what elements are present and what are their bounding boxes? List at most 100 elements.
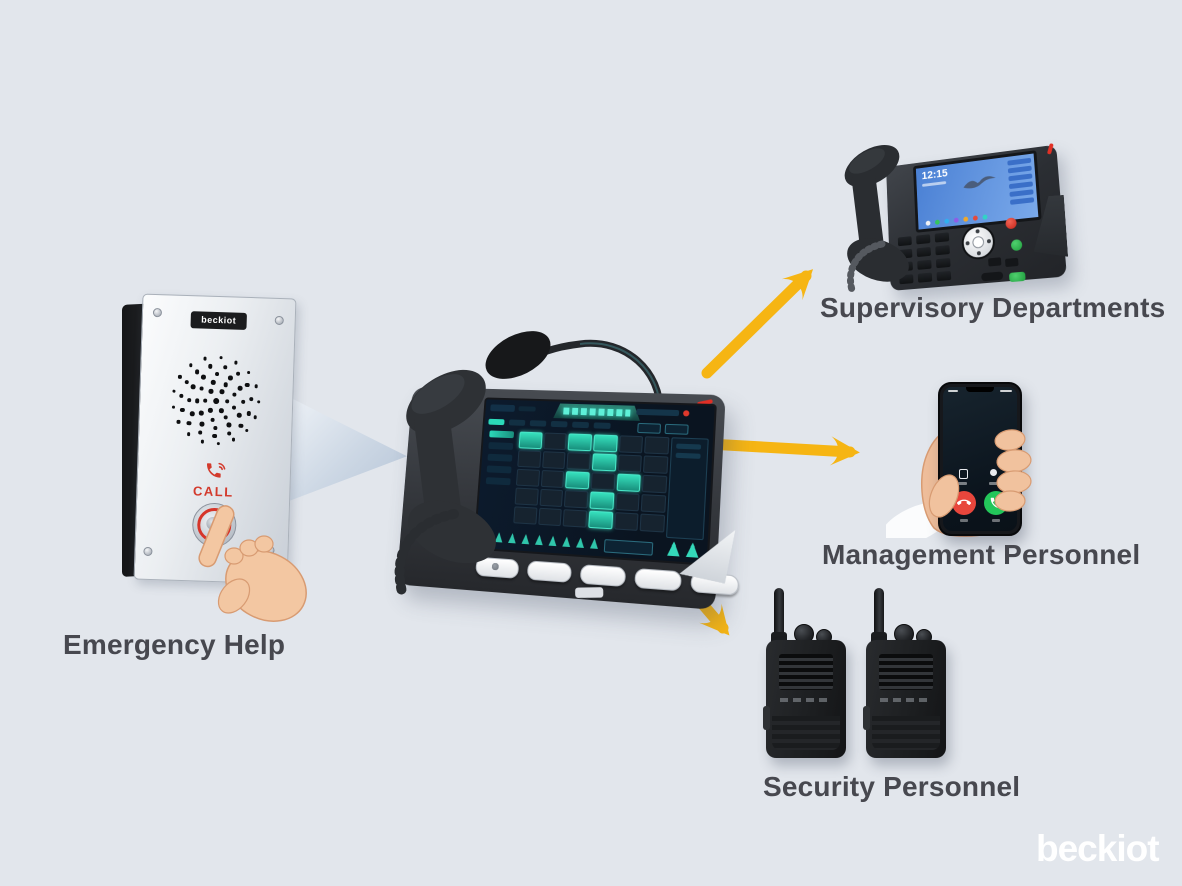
supervisory-desk-phone: 12:15: [836, 134, 1068, 296]
speaker-dot: [201, 374, 206, 380]
speaker-dot: [184, 379, 189, 385]
app-icon-dot: [953, 217, 959, 223]
deskphone-function-key: [988, 257, 1002, 267]
extension-cell: [514, 487, 539, 506]
extension-cell: [543, 432, 568, 451]
deskphone-date-line: [922, 181, 947, 187]
walkie-label-line: [880, 698, 932, 702]
deskphone-speaker-key: [1008, 271, 1026, 283]
speaker-dot: [240, 399, 246, 405]
walkie-talkie: [862, 588, 952, 760]
intercom-brand-badge: beckiot: [190, 311, 247, 330]
speaker-dot: [237, 385, 243, 391]
deskphone-green-button: [1010, 238, 1023, 252]
speaker-dot: [189, 363, 193, 368]
keypad-key: [916, 246, 932, 258]
speaker-dot: [226, 431, 232, 436]
call-label: CALL: [192, 483, 234, 500]
walkie-speaker-grille: [779, 654, 833, 690]
app-icon-dot: [925, 220, 931, 226]
speaker-dot: [176, 420, 181, 424]
extension-cell: [616, 473, 642, 492]
speaker-dot: [186, 397, 192, 403]
speaker-dot: [203, 357, 207, 361]
speaker-dot: [231, 437, 236, 442]
extension-cell: [567, 433, 593, 452]
speaker-dot: [219, 408, 224, 413]
contact-icon: [590, 538, 599, 549]
speaker-dot: [171, 389, 176, 394]
speaker-dot: [246, 411, 252, 416]
speaker-dot: [223, 415, 228, 420]
speaker-dot: [231, 405, 237, 410]
gooseneck-mic-icon: [485, 331, 671, 424]
console-hard-key: [491, 562, 627, 588]
extension-cell: [639, 513, 666, 533]
screen-tab: [550, 420, 568, 428]
speaker-dot: [208, 389, 214, 394]
console-screen-title-banner: [553, 403, 641, 421]
app-icon-dot: [944, 218, 950, 224]
console-hard-key: [491, 560, 573, 583]
screen-tab: [593, 422, 611, 429]
speaker-dot: [171, 405, 175, 409]
extension-cell: [642, 474, 668, 494]
keypad-key: [917, 272, 933, 283]
smartphone-notch: [966, 387, 994, 392]
console-foot: [575, 587, 604, 598]
console-screen-grid: [513, 431, 670, 536]
dss-key: [1007, 157, 1032, 166]
deskphone-body: 12:15: [886, 143, 1067, 291]
label-emergency-help: Emergency Help: [63, 629, 286, 660]
speaker-dot: [231, 392, 237, 397]
deskphone-function-key: [1004, 257, 1019, 268]
speaker-dot: [208, 364, 213, 369]
extension-cell: [590, 472, 616, 491]
screw-icon: [152, 307, 163, 318]
security-walkie-talkies: [762, 588, 958, 760]
app-icon-dot: [963, 216, 969, 222]
speaker-dot: [213, 425, 218, 431]
console-cord: [394, 509, 459, 597]
management-smartphone: [886, 378, 1050, 538]
console-screen-panel: [665, 437, 709, 541]
speaker-dot: [248, 396, 254, 402]
speaker-dot: [199, 421, 205, 427]
speaker-dot: [198, 430, 203, 435]
extension-cell: [615, 492, 641, 512]
speaker-dot: [194, 398, 200, 404]
speaker-dot: [228, 375, 233, 381]
speaker-dot: [235, 371, 241, 376]
console-handset: [406, 369, 496, 564]
keypad-key: [917, 259, 932, 270]
console-screen-inputbox: [603, 539, 654, 556]
deskphone-volume-bar: [981, 271, 1004, 282]
walkie-ptt-button: [863, 706, 870, 730]
emergency-intercom: beckiot CALL: [112, 293, 322, 622]
contact-icon: [576, 537, 585, 548]
speaker-dot: [245, 382, 250, 388]
label-management-personnel: Management Personnel: [822, 539, 1141, 570]
contact-icon: [549, 536, 557, 547]
dispatch-console: [388, 316, 740, 610]
walkie-body: [863, 640, 946, 758]
extension-cell: [565, 471, 590, 490]
speaker-dot: [200, 439, 205, 444]
console-screen-filters: [637, 422, 709, 435]
deskphone-navigation-dpad: [960, 223, 996, 261]
speaker-dot: [224, 399, 230, 404]
keypad-key: [935, 245, 950, 256]
walkie-label-line: [780, 698, 832, 702]
contact-icon: [667, 541, 680, 556]
deskphone-dss-column: [1007, 157, 1035, 208]
walkie-antenna: [874, 588, 884, 646]
deskphone-status-led: [1046, 143, 1054, 155]
speaker-dot: [226, 422, 232, 428]
holding-fingers-illustration: [928, 429, 1032, 518]
dss-key: [1009, 197, 1035, 205]
console-hard-key: [491, 562, 682, 592]
walkie-battery-grip: [772, 716, 840, 750]
speaker-dot: [202, 398, 208, 403]
deskphone-cord: [847, 240, 886, 294]
